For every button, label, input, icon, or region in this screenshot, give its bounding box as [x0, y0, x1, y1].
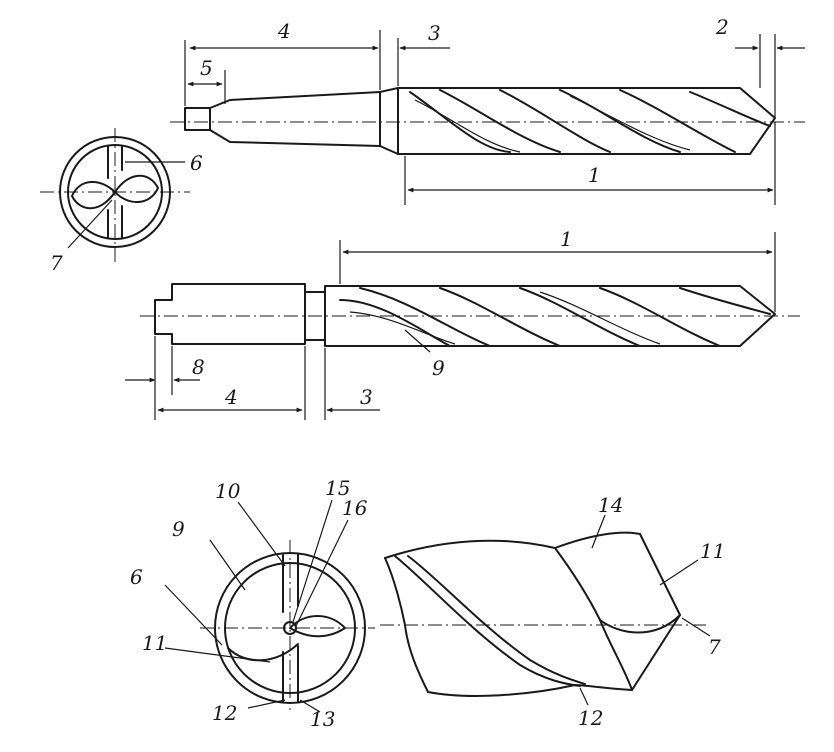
label-6-section: 6	[130, 565, 143, 589]
label-15-section: 15	[325, 476, 350, 500]
label-4-top: 4	[277, 19, 291, 43]
label-2-top: 2	[715, 15, 729, 39]
label-13-section: 13	[310, 707, 335, 731]
label-7-tip: 7	[708, 635, 721, 659]
label-10-section: 10	[215, 479, 241, 503]
label-11-tip: 11	[700, 539, 725, 563]
label-11-section: 11	[142, 631, 167, 655]
label-9-middle: 9	[432, 356, 445, 380]
label-7-end: 7	[50, 251, 63, 275]
drill-end-view: 6 7	[40, 128, 203, 275]
label-8-middle: 8	[192, 355, 205, 379]
label-14-tip: 14	[598, 493, 623, 517]
label-5-top: 5	[200, 56, 213, 80]
label-16-section: 16	[342, 496, 368, 520]
label-4-middle: 4	[224, 385, 238, 409]
label-3-top: 3	[428, 21, 441, 45]
label-3-middle: 3	[360, 385, 373, 409]
taper-shank-drill: 4 3 2 5 1	[170, 15, 805, 205]
label-1-middle: 1	[560, 227, 573, 251]
straight-shank-drill: 1 9 8 4 3	[125, 227, 800, 420]
label-9-section: 9	[172, 517, 185, 541]
label-1-top: 1	[588, 163, 601, 187]
label-12-tip: 12	[578, 706, 603, 730]
drill-tip-detail: 14 11 7 12	[380, 493, 725, 730]
label-12-section: 12	[212, 701, 237, 725]
label-6-end: 6	[190, 151, 203, 175]
drill-cross-section: 10 15 16 9 6 11 12 13	[130, 476, 375, 731]
